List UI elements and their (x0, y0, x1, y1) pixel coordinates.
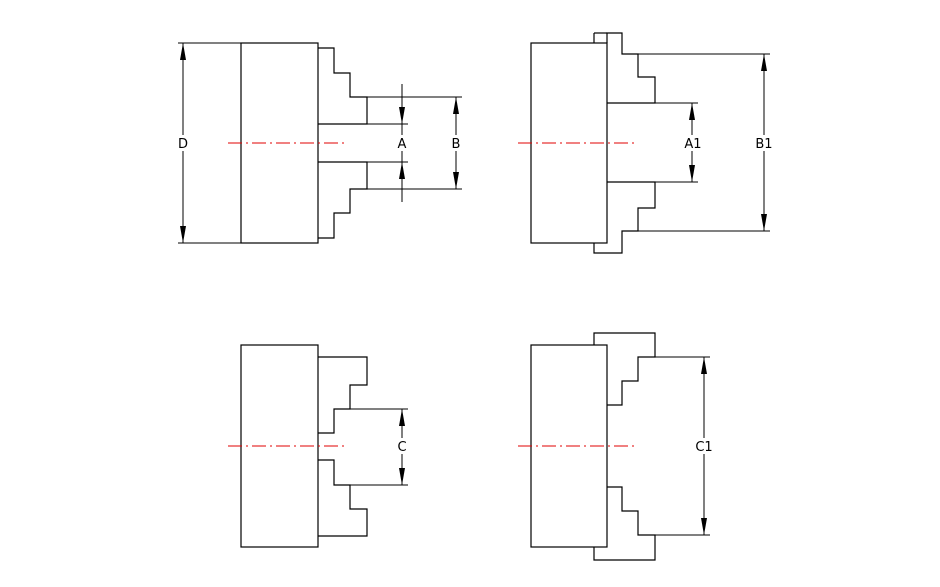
arrowhead (761, 54, 767, 71)
label-a1: A1 (684, 137, 701, 152)
jaw-lower (318, 161, 368, 239)
view-bottom-left: C (228, 344, 410, 548)
label-c1: C1 (695, 440, 712, 455)
jaw-upper (318, 356, 368, 434)
jaw-upper (606, 32, 656, 104)
arrowhead (689, 165, 695, 182)
view-top-right: A1 B1 (518, 32, 777, 254)
arrowhead (761, 214, 767, 231)
label-b: B (452, 137, 461, 152)
arrowhead (180, 226, 186, 243)
jaw-lower (593, 181, 656, 254)
label-b1: B1 (755, 137, 772, 152)
arrowhead (453, 172, 459, 189)
arrowhead (399, 107, 405, 124)
label-a: A (398, 137, 407, 152)
jaw-upper (593, 332, 656, 406)
arrowhead (399, 409, 405, 426)
label-c: C (397, 440, 406, 455)
jaw-lower (318, 459, 368, 537)
view-top-left: D A B (175, 42, 464, 244)
jaw-lower (593, 486, 656, 561)
jaw-upper (318, 47, 368, 125)
arrowhead (701, 357, 707, 374)
arrowhead (399, 162, 405, 179)
view-bottom-right: C1 (518, 332, 717, 561)
arrowhead (701, 518, 707, 535)
label-d: D (178, 137, 188, 152)
arrowhead (453, 97, 459, 114)
arrowhead (689, 103, 695, 120)
arrowhead (180, 43, 186, 60)
arrowhead (399, 468, 405, 485)
